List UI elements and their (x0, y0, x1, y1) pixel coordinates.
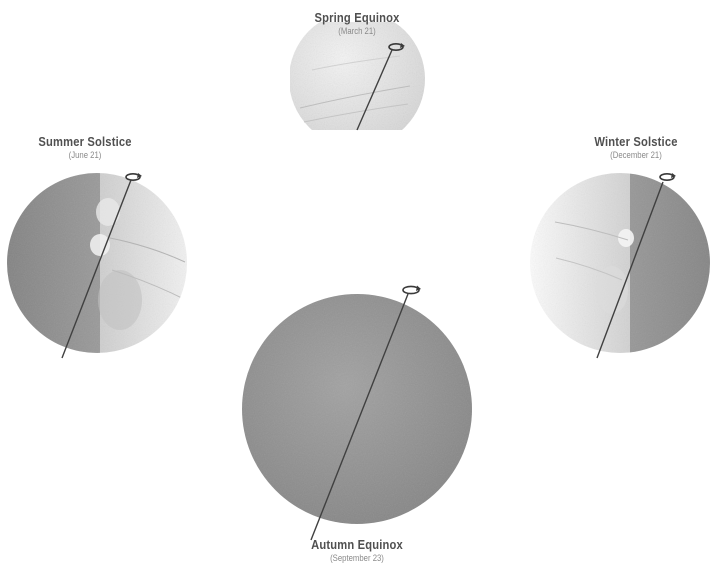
spring-equinox-label: Spring Equinox (March 21) (308, 10, 407, 36)
autumn-equinox-label: Autumn Equinox (September 23) (304, 537, 411, 563)
rotation-arrow-icon (388, 42, 405, 52)
summer-solstice-title: Summer Solstice (38, 134, 132, 149)
summer-solstice-label: Summer Solstice (June 21) (31, 134, 140, 160)
rotation-arrow-icon (402, 285, 421, 295)
earth-axis-line (596, 181, 664, 359)
spring-equinox-date: (March 21) (338, 26, 376, 36)
earth-axis-line (356, 49, 393, 131)
autumn-equinox-title: Autumn Equinox (311, 537, 403, 552)
summer-solstice-globe (7, 172, 187, 359)
earth-globe-icon (530, 173, 710, 353)
autumn-equinox-date: (September 23) (330, 553, 384, 563)
earth-globe-icon (7, 173, 187, 353)
autumn-equinox-globe (242, 285, 472, 541)
spring-equinox-title: Spring Equinox (314, 10, 400, 25)
winter-solstice-date: (December 21) (610, 150, 662, 160)
summer-solstice-date: (June 21) (68, 150, 102, 160)
winter-solstice-label: Winter Solstice (December 21) (588, 134, 685, 160)
rotation-arrow-icon (125, 172, 142, 182)
spring-equinox-globe (290, 22, 425, 131)
winter-solstice-globe (530, 172, 710, 359)
earth-axis-line (61, 179, 132, 359)
winter-solstice-title: Winter Solstice (594, 134, 678, 149)
rotation-arrow-icon (659, 172, 676, 182)
earth-axis-line (310, 293, 409, 541)
